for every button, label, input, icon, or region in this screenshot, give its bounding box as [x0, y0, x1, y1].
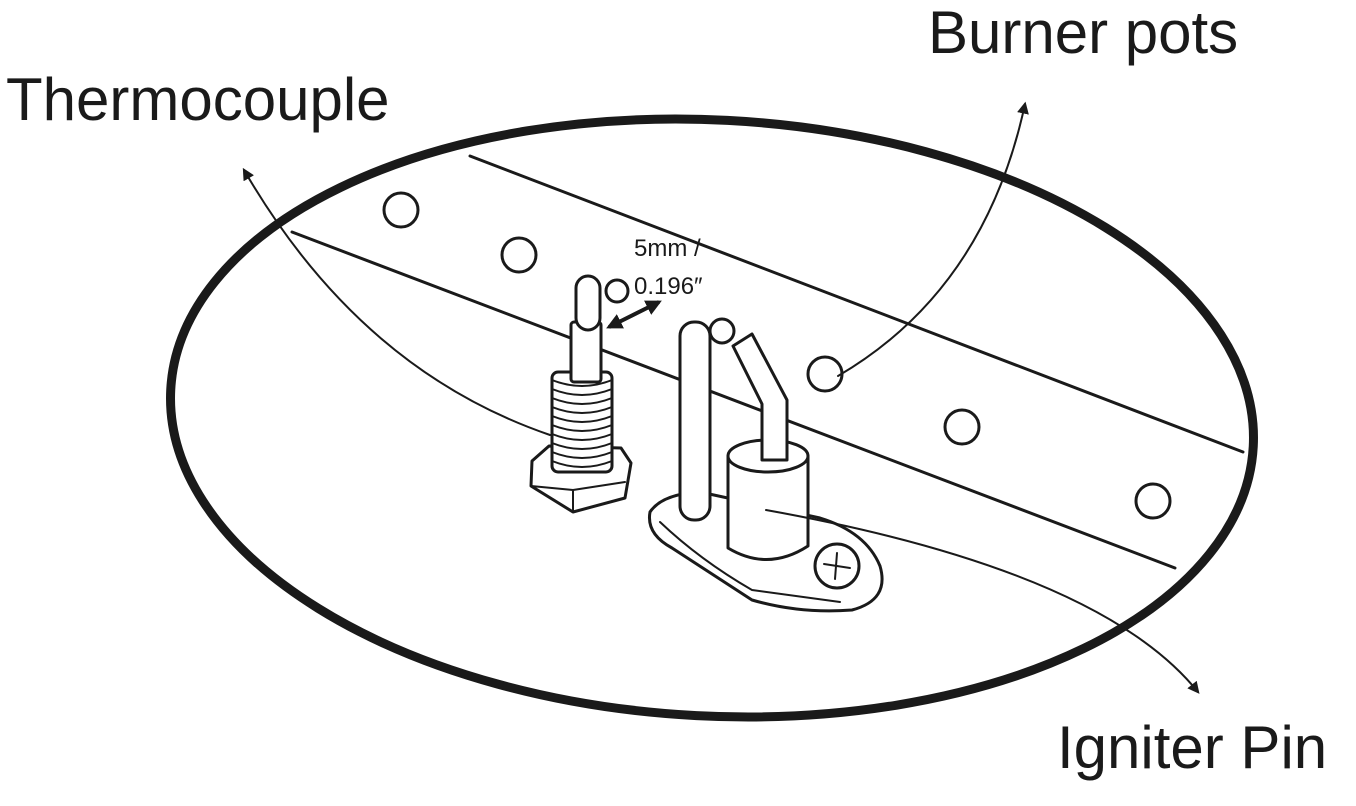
igniter-bent-rod	[731, 332, 789, 462]
burner-pot-hole	[1134, 482, 1172, 520]
dimension-metric-label: 5mm /	[634, 235, 701, 262]
dimension-arrow	[606, 300, 662, 329]
thermocouple-probe-tip	[574, 274, 602, 332]
igniter-straight-rod	[678, 320, 712, 522]
igniter-pin-assembly	[647, 320, 884, 613]
thermocouple-assembly	[529, 274, 633, 514]
igniter-pin-label: Igniter Pin	[1057, 714, 1327, 781]
thermocouple-threads	[551, 379, 613, 468]
burner-pot-hole	[708, 317, 736, 345]
thermocouple-hex-nut-edges	[530, 481, 626, 513]
gap-dimension: 5mm / 0.196″	[606, 235, 703, 329]
burner-pots-label: Burner pots	[928, 0, 1238, 66]
burner-pot-hole	[943, 408, 981, 446]
igniter-bracket-edge	[659, 521, 841, 603]
burner-plate-outline	[166, 114, 1258, 722]
burner-pots-leader-arrow	[837, 101, 1029, 377]
burner-pot-holes	[382, 191, 1172, 520]
dimension-imperial-label: 0.196″	[634, 273, 703, 300]
bracket-screw-slot	[823, 552, 851, 580]
burner-pot-hole	[604, 278, 630, 304]
igniter-pin-leader-arrow	[765, 509, 1200, 694]
burner-pot-hole	[500, 236, 538, 274]
burner-strip-bottom-edge	[290, 230, 1177, 570]
burner-pot-hole	[806, 355, 844, 393]
burner-pot-hole	[382, 191, 420, 229]
burner-strip-top-edge	[468, 154, 1245, 454]
thermocouple-leader-arrow	[242, 167, 551, 436]
igniter-cylinder-body	[726, 454, 810, 561]
thermocouple-label: Thermocouple	[6, 66, 390, 133]
